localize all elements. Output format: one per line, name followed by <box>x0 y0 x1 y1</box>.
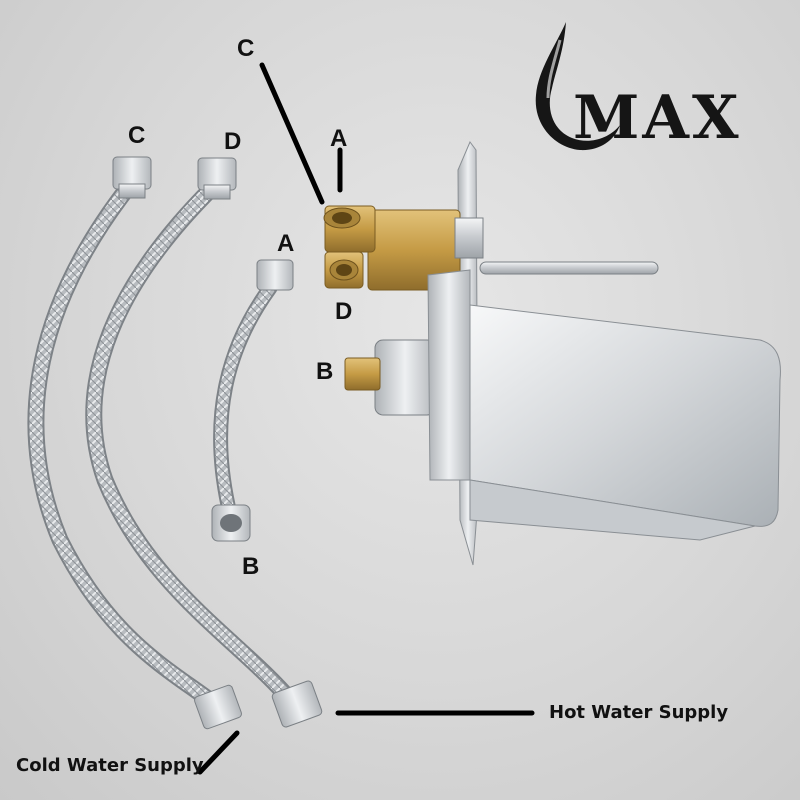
outlet-b-fitting <box>344 339 436 416</box>
label-b-hose: B <box>242 553 260 580</box>
label-b-valve: B <box>316 358 334 385</box>
braided-hose-cold <box>27 156 242 730</box>
brand-logo-text: MAX <box>573 83 742 153</box>
braided-hose-hot <box>85 157 323 728</box>
label-c-hose: C <box>128 122 146 149</box>
waterfall-spout <box>427 269 781 541</box>
water-drop-logo-icon <box>535 22 620 151</box>
label-c-top: C <box>237 35 255 62</box>
label-a-hose: A <box>277 230 295 257</box>
brass-valve-body <box>323 205 484 291</box>
handle-lever <box>479 261 659 275</box>
annotation-lines <box>197 62 535 775</box>
braided-hose-short <box>211 259 294 542</box>
label-a-top: A <box>330 125 348 152</box>
hot-water-supply-label: Hot Water Supply <box>549 702 729 723</box>
label-d-valve: D <box>335 298 353 325</box>
label-d-hose: D <box>224 128 242 155</box>
cold-water-supply-label: Cold Water Supply <box>16 755 204 776</box>
